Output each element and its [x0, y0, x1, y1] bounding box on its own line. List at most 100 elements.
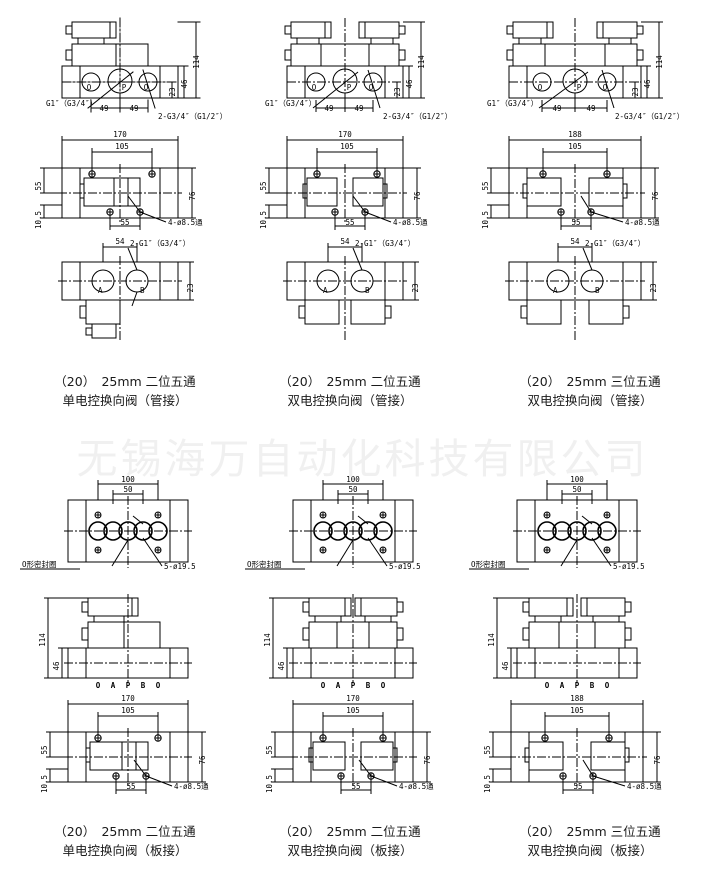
- caption-line-1: （20） 25mm 二位五通: [54, 824, 196, 839]
- port-label-o-right: O: [144, 83, 149, 92]
- port-label-o-left: O: [312, 83, 317, 92]
- port-label-p: P: [351, 681, 356, 690]
- caption-line-1: （20） 25mm 二位五通: [54, 374, 196, 389]
- caption-line-2: 双电控换向阀（管接）: [527, 393, 653, 408]
- dim-55-top: 55: [120, 218, 129, 227]
- dim-170-plan: 170: [121, 694, 135, 703]
- dim-54: 54: [570, 237, 580, 246]
- dim-100: 100: [570, 475, 584, 484]
- dim-46: 46: [405, 79, 414, 89]
- dim-188-plan: 188: [570, 694, 584, 703]
- dim-46-side: 46: [52, 661, 61, 671]
- dim-105-top: 105: [115, 142, 129, 151]
- caption-line-2: 单电控换向阀（管接）: [62, 393, 188, 408]
- dim-55-top: 55: [345, 218, 354, 227]
- dim-76: 76: [413, 191, 422, 201]
- dim-49-right: 49: [129, 104, 138, 113]
- drawing-bottom-middle: 100 50 O形密封圈 5-ø19.5: [245, 475, 434, 794]
- caption-top-middle: （20） 25mm 二位五通 双电控换向阀（管接）: [225, 372, 475, 410]
- dim-23-bottom: 23: [186, 283, 195, 292]
- dim-10-5: 10.5: [483, 775, 492, 793]
- hole-label-4: 4-ø8.5通: [174, 781, 209, 791]
- port-label-a: A: [111, 681, 116, 690]
- dim-55-left: 55: [265, 745, 274, 754]
- port-label-a: A: [553, 286, 558, 295]
- caption-top-left: （20） 25mm 二位五通 单电控换向阀（管接）: [0, 372, 250, 410]
- dim-10-5: 10.5: [259, 211, 268, 229]
- port-label-a: A: [323, 286, 328, 295]
- port-label-o2: O: [605, 681, 610, 690]
- port-label-o2: O: [381, 681, 386, 690]
- dim-54: 54: [115, 237, 125, 246]
- dim-114-side: 114: [38, 633, 47, 647]
- dim-46-side: 46: [277, 661, 286, 671]
- dim-105-plan: 105: [570, 706, 584, 715]
- panel-bottom-middle: 100 50 O形密封圈 5-ø19.5: [225, 470, 475, 869]
- dim-55-left: 55: [483, 745, 492, 754]
- dim-105-plan: 105: [346, 706, 360, 715]
- dim-46-side: 46: [501, 661, 510, 671]
- port-label-b: B: [595, 286, 600, 295]
- thread-label-2g1: 2-G1″（G3/4″）: [355, 239, 415, 248]
- caption-line-1: （20） 25mm 二位五通: [279, 824, 421, 839]
- hole-label-4: 4-ø8.5通: [627, 781, 662, 791]
- dim-55-plan: 55: [126, 782, 135, 791]
- dim-46: 46: [180, 79, 189, 89]
- caption-line-1: （20） 25mm 二位五通: [279, 374, 421, 389]
- dim-76: 76: [188, 191, 197, 201]
- dim-10-5: 10.5: [34, 211, 43, 229]
- dim-50: 50: [348, 485, 358, 494]
- thread-label-g1: G1″（G3/4″）: [46, 99, 97, 108]
- thread-label-2g3: 2-G3/4″（G1/2″）: [615, 112, 684, 121]
- hole-label-4: 4-ø8.5通: [625, 217, 660, 227]
- hole-label-4: 4-ø8.5通: [399, 781, 434, 791]
- caption-bottom-right: （20） 25mm 三位五通 双电控换向阀（板接）: [455, 822, 725, 860]
- dim-100: 100: [346, 475, 360, 484]
- port-label-p: P: [126, 681, 131, 690]
- caption-bottom-middle: （20） 25mm 二位五通 双电控换向阀（板接）: [225, 822, 475, 860]
- port-label-p: P: [347, 83, 352, 92]
- dim-76: 76: [423, 755, 432, 765]
- dim-114-side: 114: [263, 633, 272, 647]
- port-label-o1: O: [545, 681, 550, 690]
- port-label-o-left: O: [87, 83, 92, 92]
- port-label-p: P: [577, 83, 582, 92]
- drawing-top-left: O P O 49 49 G1″（G3/4″） 2-G3/4″（G1/2″） 11…: [34, 17, 227, 340]
- dim-55-plan: 55: [573, 782, 582, 791]
- hole-label-5: 5-ø19.5: [613, 562, 645, 571]
- port-row-labels: O A P B O: [321, 681, 386, 690]
- caption-top-right: （20） 25mm 三位五通 双电控换向阀（管接）: [455, 372, 725, 410]
- drawing-bottom-left: 100 50 O形密封圈 5-ø19.5: [20, 475, 209, 794]
- port-label-p: P: [575, 681, 580, 690]
- caption-line-2: 双电控换向阀（板接）: [527, 843, 653, 858]
- dim-55-left: 55: [34, 181, 43, 190]
- dim-10-5: 10.5: [481, 211, 490, 229]
- thread-label-g1: G1″（G3/4″）: [265, 99, 316, 108]
- port-label-o1: O: [96, 681, 101, 690]
- dim-10-5: 10.5: [265, 775, 274, 793]
- port-label-p: P: [122, 83, 127, 92]
- port-label-b: B: [141, 681, 146, 690]
- port-row-labels: O A P B O: [545, 681, 610, 690]
- port-label-b: B: [365, 286, 370, 295]
- dim-23: 23: [168, 87, 177, 96]
- caption-line-1: （20） 25mm 三位五通: [519, 824, 661, 839]
- drawing-bottom-right: 100 50 O形密封圈 5-ø19.5: [469, 475, 662, 794]
- panel-bottom-left: 100 50 O形密封圈 5-ø19.5: [0, 470, 250, 869]
- hole-label-5: 5-ø19.5: [389, 562, 421, 571]
- dim-114: 114: [192, 55, 201, 69]
- port-label-b: B: [140, 286, 145, 295]
- port-label-o1: O: [321, 681, 326, 690]
- dim-76: 76: [198, 755, 207, 765]
- dim-114: 114: [417, 55, 426, 69]
- port-label-o2: O: [156, 681, 161, 690]
- dim-170-top: 170: [113, 130, 127, 139]
- caption-line-1: （20） 25mm 三位五通: [519, 374, 661, 389]
- hole-label-4: 4-ø8.5通: [168, 217, 203, 227]
- port-label-a: A: [336, 681, 341, 690]
- dim-49-right: 49: [586, 104, 595, 113]
- dim-23-bottom: 23: [649, 283, 658, 292]
- dim-10-5: 10.5: [40, 775, 49, 793]
- caption-line-2: 双电控换向阀（板接）: [287, 843, 413, 858]
